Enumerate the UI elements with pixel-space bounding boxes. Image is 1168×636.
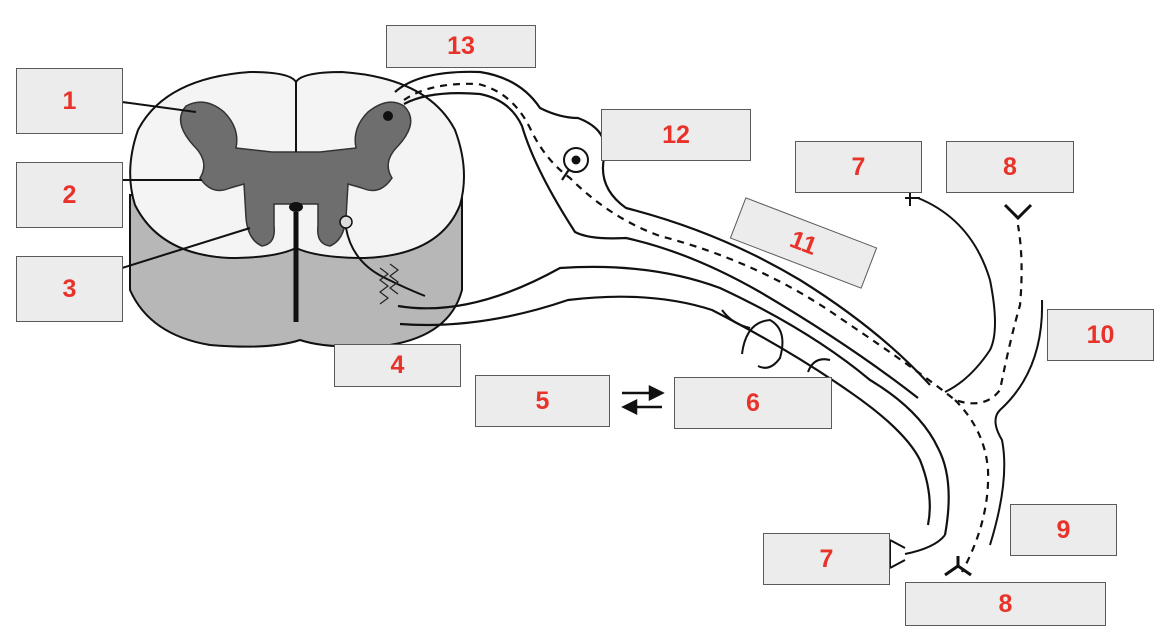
label-box-9[interactable]: 9 xyxy=(1010,504,1117,556)
label-9-text: 9 xyxy=(1057,516,1071,545)
label-7-bottom-text: 7 xyxy=(820,545,834,574)
sensory-fiber-lower xyxy=(955,400,988,572)
central-canal xyxy=(289,202,303,212)
label-8-top-text: 8 xyxy=(1003,153,1017,182)
label-box-4[interactable]: 4 xyxy=(334,344,461,387)
label-box-1[interactable]: 1 xyxy=(16,68,123,134)
label-box-13[interactable]: 13 xyxy=(386,25,536,68)
spinal-cord xyxy=(130,72,464,347)
label-box-10[interactable]: 10 xyxy=(1047,309,1154,361)
bidirectional-arrows xyxy=(622,387,662,413)
label-box-8-top[interactable]: 8 xyxy=(946,141,1074,193)
label-3-text: 3 xyxy=(63,275,77,304)
communicating-ramus-1 xyxy=(722,310,750,328)
label-7-top-text: 7 xyxy=(852,153,866,182)
label-box-6[interactable]: 6 xyxy=(674,377,832,429)
motor-ending-top xyxy=(1005,205,1031,218)
label-13-text: 13 xyxy=(447,32,475,61)
dorsal-ramus-branch xyxy=(918,198,995,392)
label-box-2[interactable]: 2 xyxy=(16,162,123,228)
label-4-text: 4 xyxy=(391,351,405,380)
motor-ending-bottom xyxy=(945,566,971,575)
label-12-text: 12 xyxy=(662,121,690,150)
motor-neuron-cell-body xyxy=(340,216,352,228)
label-5-text: 5 xyxy=(536,387,550,416)
label-2-text: 2 xyxy=(63,181,77,210)
lower-effector-branch xyxy=(905,535,945,554)
dorsal-horn-terminal xyxy=(383,111,393,121)
label-box-7-bottom[interactable]: 7 xyxy=(763,533,890,585)
label-box-8-bottom[interactable]: 8 xyxy=(905,582,1106,626)
label-10-text: 10 xyxy=(1087,321,1115,350)
label-box-7-top[interactable]: 7 xyxy=(795,141,922,193)
label-1-text: 1 xyxy=(63,87,77,116)
effector-fork xyxy=(890,540,905,568)
label-box-3[interactable]: 3 xyxy=(16,256,123,322)
label-box-5[interactable]: 5 xyxy=(475,375,610,427)
label-8-bottom-text: 8 xyxy=(999,590,1013,619)
label-box-12[interactable]: 12 xyxy=(601,109,751,161)
label-6-text: 6 xyxy=(746,389,760,418)
ganglion-nucleus xyxy=(572,156,581,165)
label-11-text: 11 xyxy=(786,225,821,262)
